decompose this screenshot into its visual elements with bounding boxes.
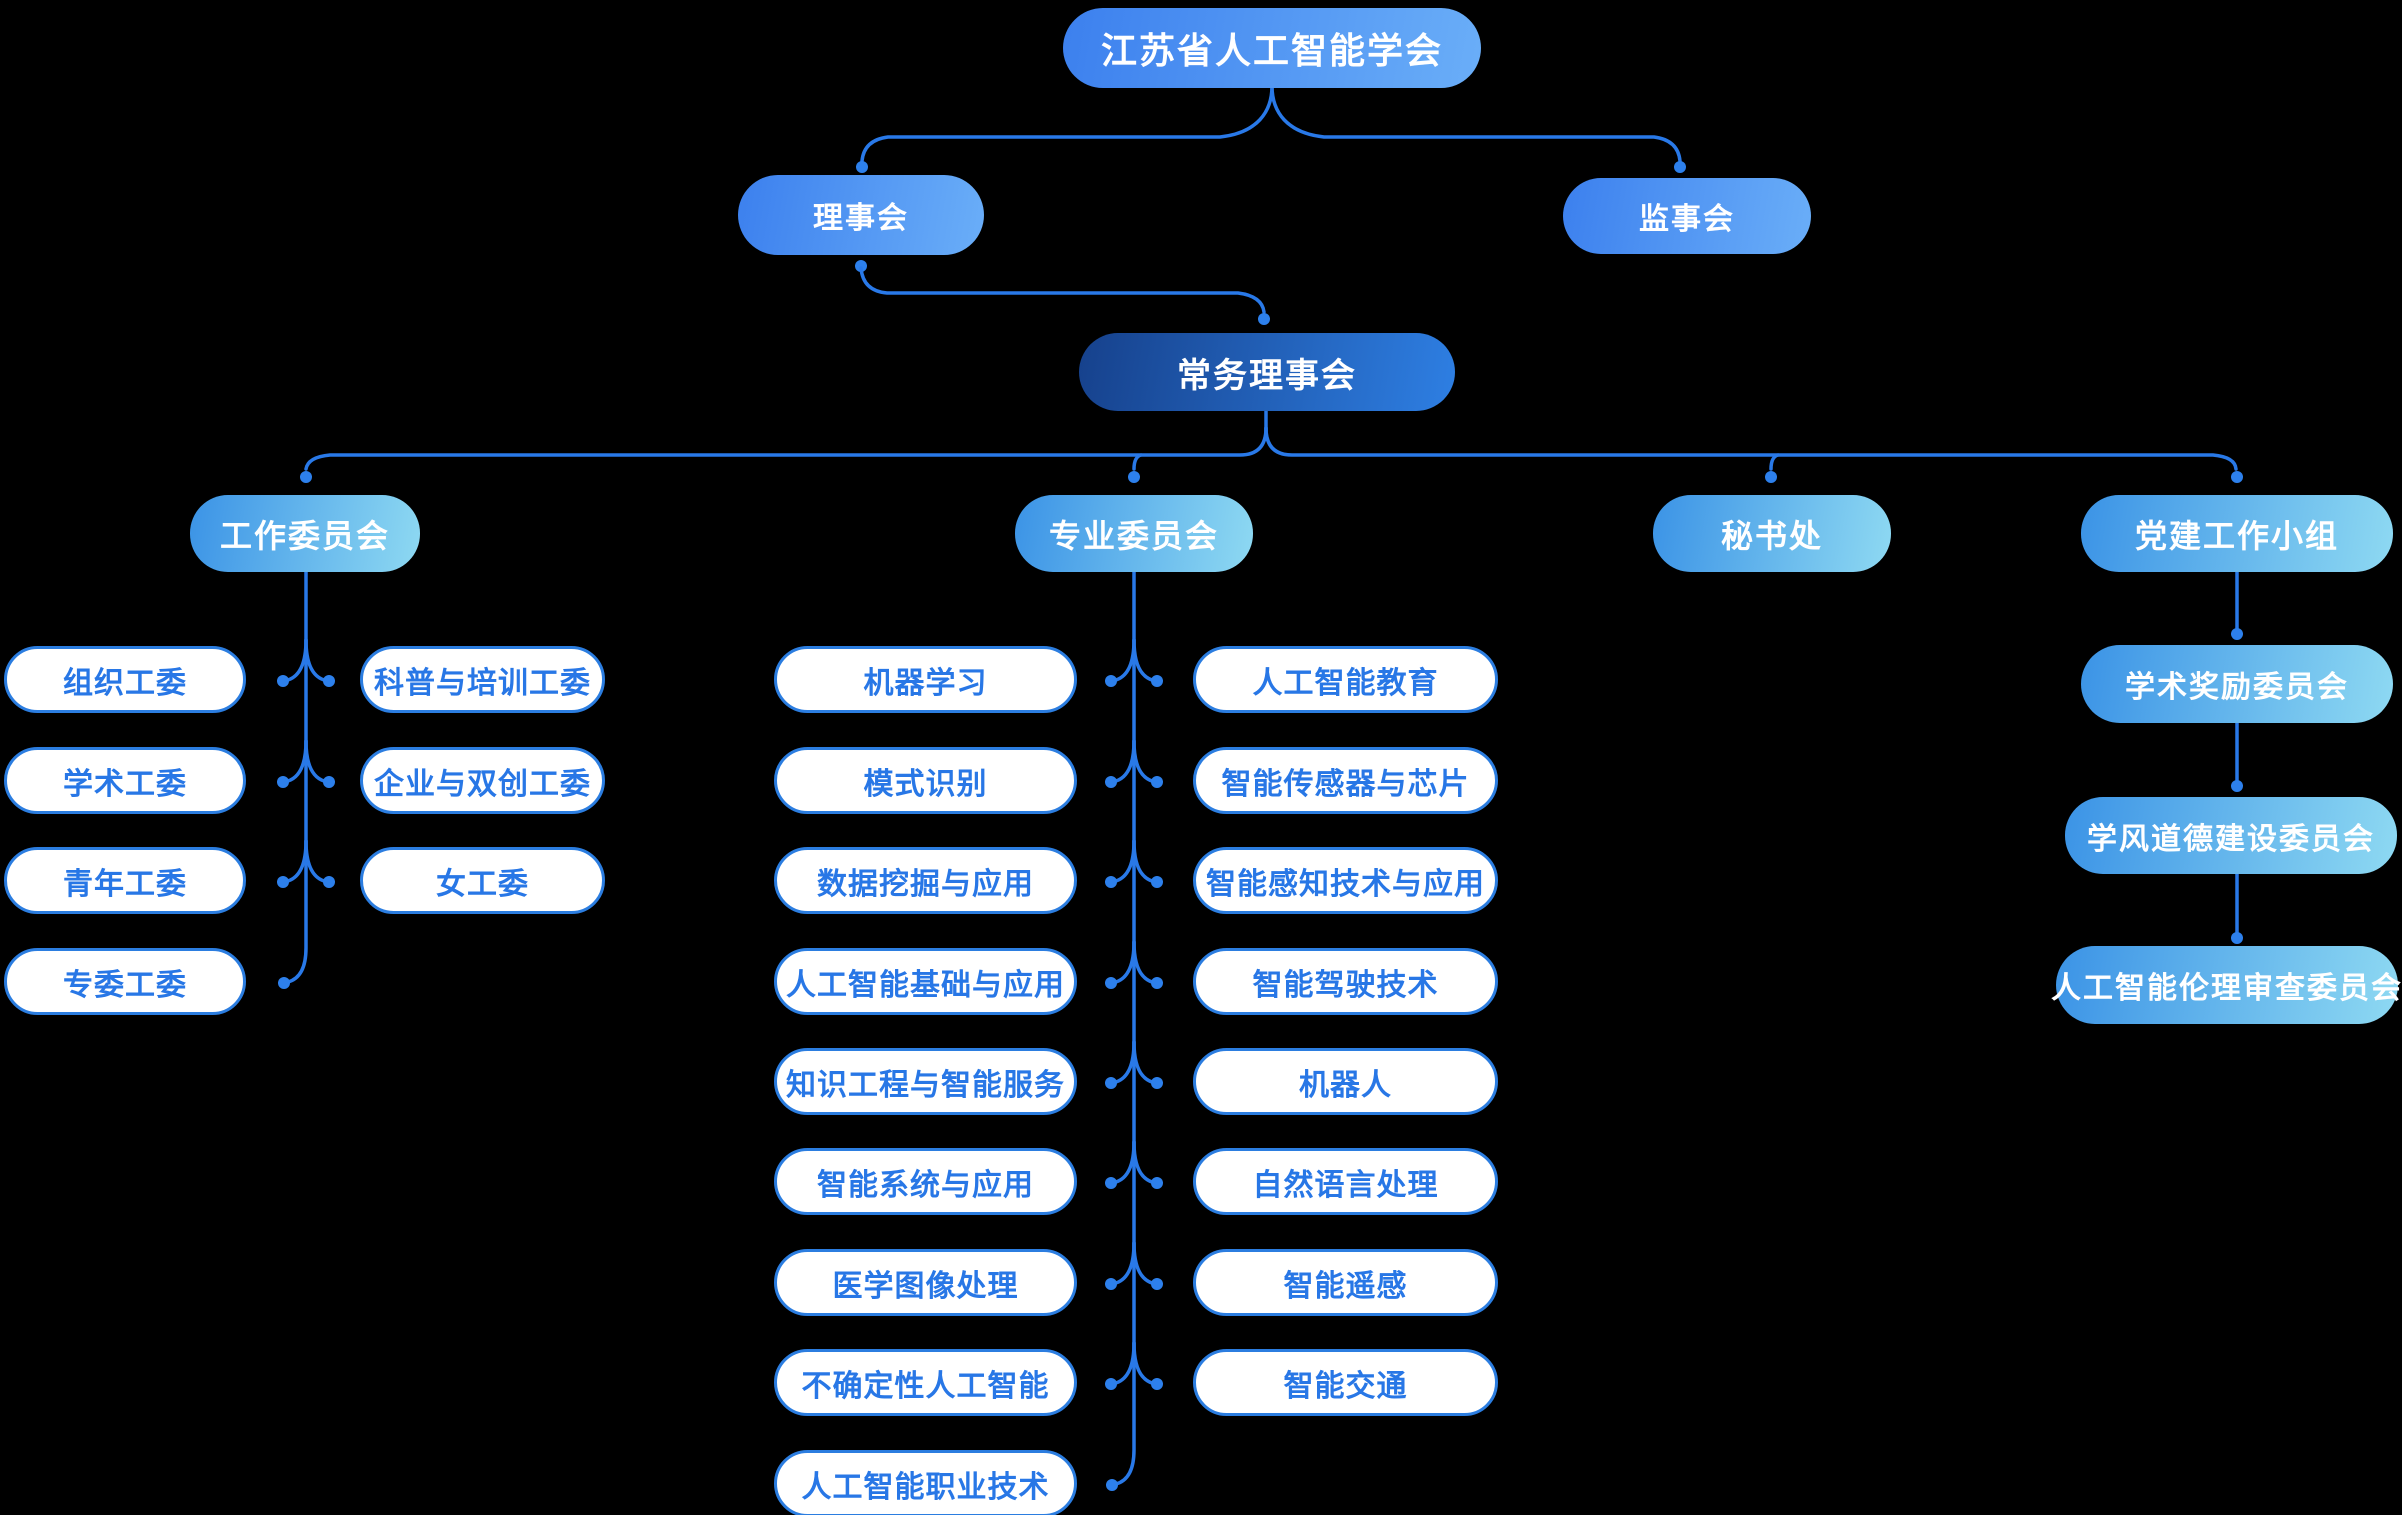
work-child-node: 企业与双创工委 <box>360 747 605 814</box>
work-child-node: 学术工委 <box>4 747 246 814</box>
node-professional-committee: 专业委员会 <box>1015 495 1253 572</box>
professional-child-node: 人工智能职业技术 <box>774 1450 1077 1515</box>
professional-child-node: 自然语言处理 <box>1193 1148 1498 1215</box>
professional-child-node: 智能驾驶技术 <box>1193 948 1498 1015</box>
party-child-node: 人工智能伦理审查委员会 <box>2051 946 2401 1024</box>
work-child-node: 组织工委 <box>4 646 246 713</box>
work-child-node: 科普与培训工委 <box>360 646 605 713</box>
party-child-node: 学术奖励委员会 <box>2081 645 2393 723</box>
professional-child-node: 模式识别 <box>774 747 1077 814</box>
professional-child-node: 不确定性人工智能 <box>774 1349 1077 1416</box>
professional-child-node: 智能感知技术与应用 <box>1193 847 1498 914</box>
professional-child-node: 智能系统与应用 <box>774 1148 1077 1215</box>
work-child-node: 专委工委 <box>4 948 246 1015</box>
node-standing-council: 常务理事会 <box>1079 333 1455 411</box>
professional-child-node: 机器人 <box>1193 1048 1498 1115</box>
professional-child-node: 智能传感器与芯片 <box>1193 747 1498 814</box>
node-council: 理事会 <box>738 175 984 255</box>
node-supervisory-board: 监事会 <box>1563 178 1811 254</box>
work-child-node: 青年工委 <box>4 847 246 914</box>
professional-child-node: 医学图像处理 <box>774 1249 1077 1316</box>
professional-child-node: 知识工程与智能服务 <box>774 1048 1077 1115</box>
professional-child-node: 人工智能教育 <box>1193 646 1498 713</box>
professional-child-node: 数据挖掘与应用 <box>774 847 1077 914</box>
party-child-node: 学风道德建设委员会 <box>2065 797 2397 874</box>
node-party-work-group: 党建工作小组 <box>2081 495 2393 572</box>
professional-child-node: 机器学习 <box>774 646 1077 713</box>
professional-child-node: 智能交通 <box>1193 1349 1498 1416</box>
professional-child-node: 人工智能基础与应用 <box>774 948 1077 1015</box>
node-secretariat: 秘书处 <box>1653 495 1891 572</box>
node-root: 江苏省人工智能学会 <box>1063 8 1481 88</box>
professional-child-node: 智能遥感 <box>1193 1249 1498 1316</box>
node-work-committee: 工作委员会 <box>190 495 420 572</box>
work-child-node: 女工委 <box>360 847 605 914</box>
